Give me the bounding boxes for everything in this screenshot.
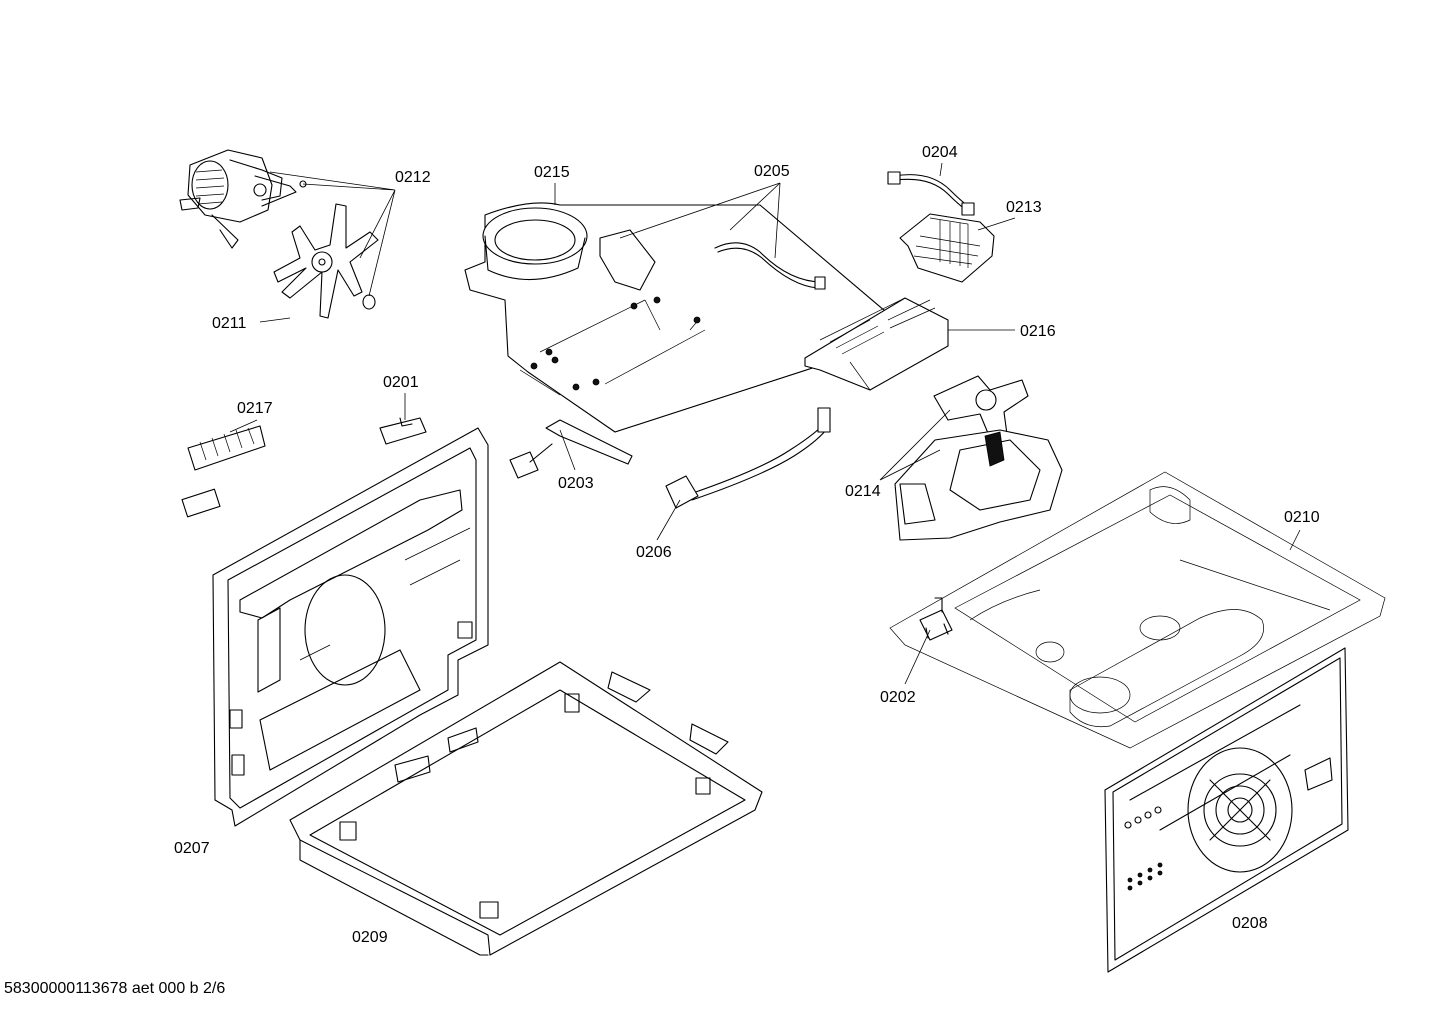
label-0217: 0217 xyxy=(237,400,273,417)
thermostat-drawing xyxy=(919,597,953,641)
cable-0205-plug xyxy=(814,276,826,290)
label-0207: 0207 xyxy=(174,840,210,857)
label-0204: 0204 xyxy=(922,144,958,161)
label-0203: 0203 xyxy=(558,475,594,492)
label-0211: 0211 xyxy=(212,315,247,332)
terminal-block-drawing xyxy=(187,425,266,471)
sensor-probe-drawing xyxy=(509,419,633,479)
bottom-tray-drawing xyxy=(289,661,763,956)
fan-motor-drawing xyxy=(179,149,307,249)
cable-0204-drawing xyxy=(893,174,969,211)
fan-blade-drawing xyxy=(273,203,379,319)
cable-0206-drawing xyxy=(665,407,831,509)
label-0210: 0210 xyxy=(1284,509,1320,526)
label-0214: 0214 xyxy=(845,483,881,500)
label-0206: 0206 xyxy=(636,544,672,561)
cable-0204-plug-a xyxy=(887,171,901,185)
relay-board-drawing xyxy=(804,297,949,391)
label-0208: 0208 xyxy=(1232,915,1268,932)
label-0202: 0202 xyxy=(880,689,916,706)
top-duct-plate-drawing xyxy=(464,202,906,433)
label-0201: 0201 xyxy=(383,374,419,391)
front-panel-drawing xyxy=(1104,647,1349,973)
label-0213: 0213 xyxy=(1006,199,1042,216)
control-module-drawing xyxy=(899,213,995,283)
label-0215: 0215 xyxy=(534,164,570,181)
label-0212: 0212 xyxy=(395,169,431,186)
cable-0205-drawing xyxy=(714,242,823,289)
label-0205: 0205 xyxy=(754,163,790,180)
label-0216: 0216 xyxy=(1020,323,1056,340)
top-cover-drawing xyxy=(889,471,1386,749)
rear-panel-drawing xyxy=(212,427,489,827)
label-0209: 0209 xyxy=(352,929,388,946)
switch-0201-drawing xyxy=(379,417,427,445)
cable-0204-plug-b xyxy=(961,202,975,216)
cooling-fan-drawing xyxy=(894,375,1063,541)
leader-lines xyxy=(229,162,1301,685)
document-code: 58300000113678 aet 000 b 2/6 xyxy=(4,980,226,997)
small-clip-drawing xyxy=(181,488,221,518)
